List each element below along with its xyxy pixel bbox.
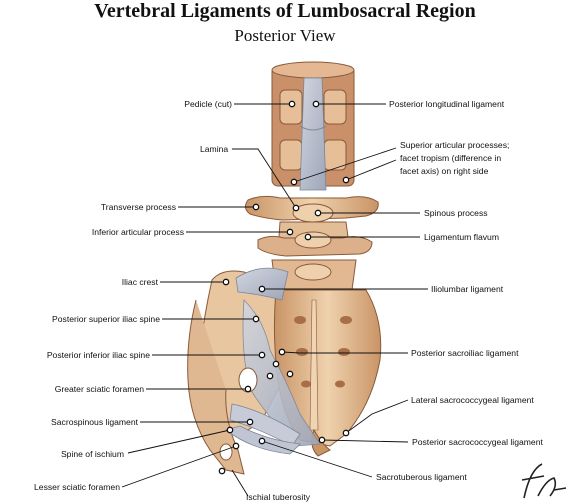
label-lesser-sciatic-foramen: Lesser sciatic foramen: [34, 482, 120, 492]
sacrum: [273, 289, 382, 457]
label-posterior-longitudinal-ligament: Posterior longitudinal ligament: [389, 99, 505, 109]
label-markers: [218, 100, 350, 475]
label-superior-articular-1: Superior articular processes;: [400, 140, 509, 150]
vertebral-column-cut: [271, 61, 355, 191]
label-pedicle: Pedicle (cut): [184, 99, 232, 109]
label-posterior-inferior-iliac-spine: Posterior inferior iliac spine: [47, 350, 150, 360]
label-inferior-articular-process: Inferior articular process: [92, 227, 184, 237]
figure-title: Vertebral Ligaments of Lumbosacral Regio…: [94, 0, 476, 22]
label-ischial-tuberosity: Ischial tuberosity: [246, 492, 311, 502]
labels: Pedicle (cut) Posterior longitudinal lig…: [34, 99, 543, 502]
label-iliolumbar-ligament: Iliolumbar ligament: [431, 284, 504, 294]
label-superior-articular-2: facet tropism (difference in: [400, 153, 501, 163]
netter-signature: [521, 463, 567, 499]
label-spinous-process: Spinous process: [424, 208, 488, 218]
label-sacrospinous-ligament: Sacrospinous ligament: [51, 417, 139, 427]
label-greater-sciatic-foramen: Greater sciatic foramen: [55, 384, 145, 394]
label-posterior-sacrococcygeal-ligament: Posterior sacrococcygeal ligament: [412, 437, 543, 447]
label-sacrotuberous-ligament: Sacrotuberous ligament: [376, 472, 467, 482]
label-iliac-crest: Iliac crest: [122, 277, 159, 287]
label-spine-of-ischium: Spine of ischium: [61, 449, 124, 459]
leader-lines: [121, 103, 428, 497]
figure-subtitle: Posterior View: [234, 26, 336, 45]
label-lateral-sacrococcygeal-ligament: Lateral sacrococcygeal ligament: [411, 395, 534, 405]
label-ligamentum-flavum: Ligamentum flavum: [424, 232, 499, 242]
label-transverse-process: Transverse process: [101, 202, 176, 212]
label-superior-articular-3: facet axis) on right side: [400, 166, 489, 176]
lumbar-vertebrae: [244, 195, 379, 291]
label-lamina: Lamina: [200, 144, 228, 154]
label-posterior-superior-iliac-spine: Posterior superior iliac spine: [52, 314, 160, 324]
label-posterior-sacroiliac-ligament: Posterior sacroiliac ligament: [411, 348, 519, 358]
